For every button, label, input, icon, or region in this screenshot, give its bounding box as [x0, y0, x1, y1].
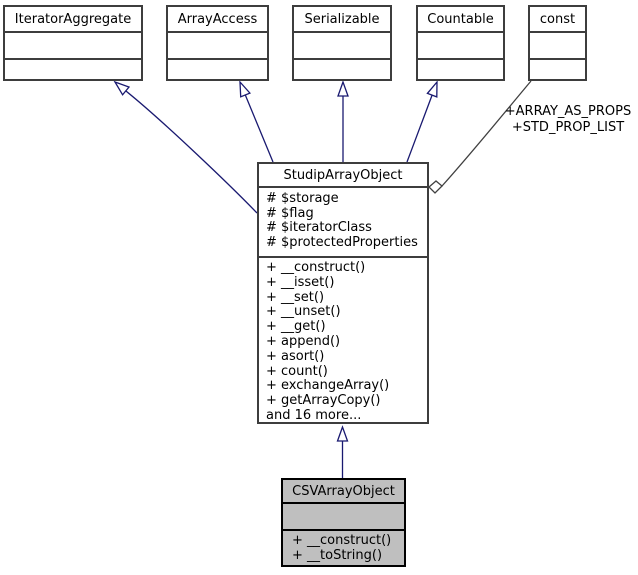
- attributes-compartment-empty: [5, 33, 141, 60]
- inheritance-edge-countable: [406, 94, 433, 163]
- class-node-serializable[interactable]: Serializable: [292, 5, 392, 81]
- inheritance-edge-iteratoraggregate: [125, 90, 258, 214]
- class-name: Serializable: [294, 7, 390, 33]
- attribute-row: # $iteratorClass: [266, 220, 372, 235]
- class-name: const: [530, 7, 585, 33]
- inheritance-arrowhead-csvarrayobject-icon: [336, 425, 349, 442]
- methods-compartment-empty: [5, 60, 141, 79]
- attributes-compartment-empty: [530, 33, 585, 60]
- class-node-const[interactable]: const: [528, 5, 587, 81]
- method-row: + __toString(): [292, 547, 383, 563]
- methods-compartment-empty: [168, 60, 267, 79]
- usage-label-std-prop-list: +STD_PROP_LIST: [511, 120, 625, 135]
- attributes-compartment-empty: [168, 33, 267, 60]
- class-name: CSVArrayObject: [283, 480, 404, 504]
- class-node-studiparrayobject[interactable]: StudipArrayObject # $storage# $flag# $it…: [257, 162, 429, 424]
- attributes-compartment-empty: [294, 33, 390, 60]
- attribute-row: # $storage: [266, 191, 339, 206]
- method-row: + asort(): [266, 348, 325, 364]
- method-row: + __isset(): [266, 274, 335, 290]
- method-row: + __set(): [266, 289, 325, 305]
- method-row: + getArrayCopy(): [266, 393, 381, 409]
- methods-compartment-empty: [418, 60, 503, 79]
- attribute-row: # $flag: [266, 205, 314, 221]
- class-node-countable[interactable]: Countable: [416, 5, 505, 81]
- methods-compartment-empty: [530, 60, 585, 79]
- attributes-compartment-empty: [283, 504, 404, 531]
- method-row: + append(): [266, 333, 341, 349]
- inheritance-arrowhead-arrayaccess-icon: [239, 80, 252, 98]
- inheritance-arrowhead-countable-icon: [426, 80, 438, 98]
- class-name: StudipArrayObject: [259, 164, 427, 188]
- inheritance-arrowhead-iteratoraggregate-icon: [113, 80, 131, 96]
- method-row: + __construct(): [292, 533, 392, 548]
- attributes-compartment-empty: [418, 33, 503, 60]
- class-name: ArrayAccess: [168, 7, 267, 33]
- class-node-csvarrayobject: CSVArrayObject + __construct()+ __toStri…: [281, 478, 406, 567]
- class-name: Countable: [418, 7, 503, 33]
- attribute-row: # $protectedProperties: [266, 234, 418, 250]
- methods-compartment: + __construct()+ __isset()+ __set()+ __u…: [259, 258, 427, 424]
- methods-compartment-empty: [294, 60, 390, 79]
- methods-compartment: + __construct()+ __toString(): [283, 531, 404, 565]
- class-name: IteratorAggregate: [5, 7, 141, 33]
- class-node-arrayaccess[interactable]: ArrayAccess: [166, 5, 269, 81]
- class-node-iteratoraggregate[interactable]: IteratorAggregate: [3, 5, 143, 81]
- usage-label-array-as-props: +ARRAY_AS_PROPS: [504, 104, 632, 119]
- usage-edge-const: [441, 80, 532, 187]
- inheritance-edge-arrayaccess: [244, 94, 274, 163]
- attributes-compartment: # $storage# $flag# $iteratorClass# $prot…: [259, 188, 427, 258]
- method-row: + __unset(): [266, 304, 341, 320]
- aggregation-diamond-icon: [428, 180, 443, 194]
- method-row: + exchangeArray(): [266, 378, 390, 394]
- method-row: + __construct(): [266, 260, 366, 275]
- method-row: and 16 more...: [266, 407, 362, 423]
- method-row: + count(): [266, 363, 328, 379]
- method-row: + __get(): [266, 319, 326, 335]
- inheritance-arrowhead-serializable-icon: [337, 80, 349, 97]
- usage-edge-labels: +ARRAY_AS_PROPS +STD_PROP_LIST: [498, 104, 638, 136]
